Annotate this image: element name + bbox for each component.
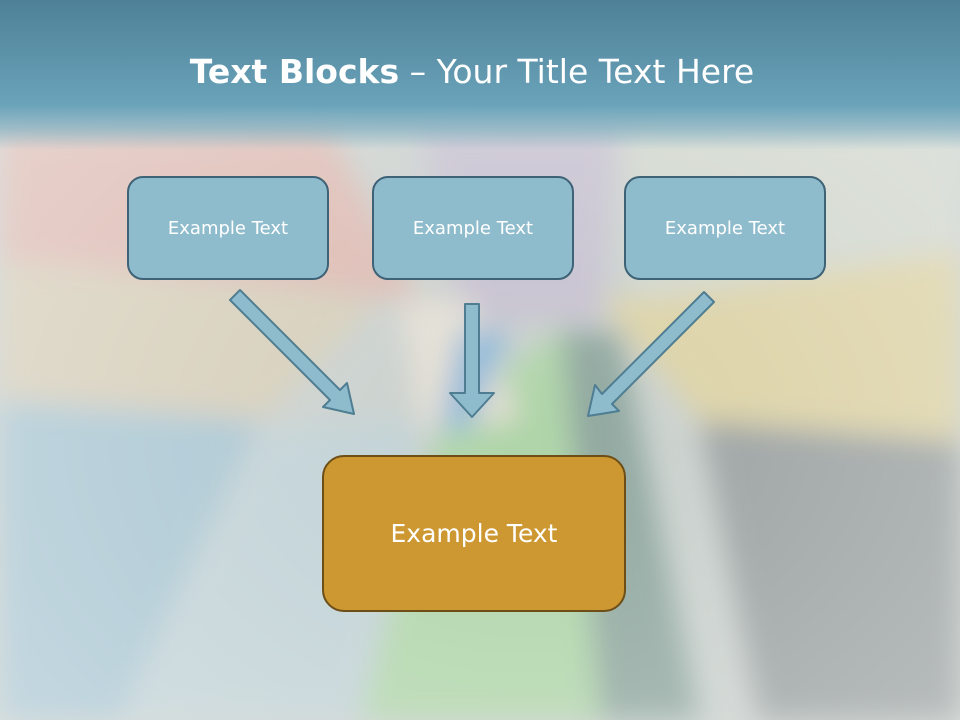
text-block-1[interactable]: Example Text [127, 176, 329, 280]
arrow-center-icon [449, 303, 495, 418]
center-text-block-label: Example Text [390, 519, 558, 548]
slide-title: Text Blocks – Your Title Text Here [0, 52, 944, 91]
title-bold: Text Blocks [189, 52, 400, 91]
text-block-1-label: Example Text [167, 217, 289, 239]
text-block-2[interactable]: Example Text [372, 176, 574, 280]
header-band [0, 0, 960, 150]
arrow-left-icon [229, 289, 355, 415]
text-block-3[interactable]: Example Text [624, 176, 826, 280]
text-block-2-label: Example Text [412, 217, 534, 239]
center-text-block[interactable]: Example Text [322, 455, 626, 612]
title-rest: – Your Title Text Here [399, 52, 755, 91]
text-block-3-label: Example Text [664, 217, 786, 239]
arrow-right-icon [587, 291, 715, 417]
